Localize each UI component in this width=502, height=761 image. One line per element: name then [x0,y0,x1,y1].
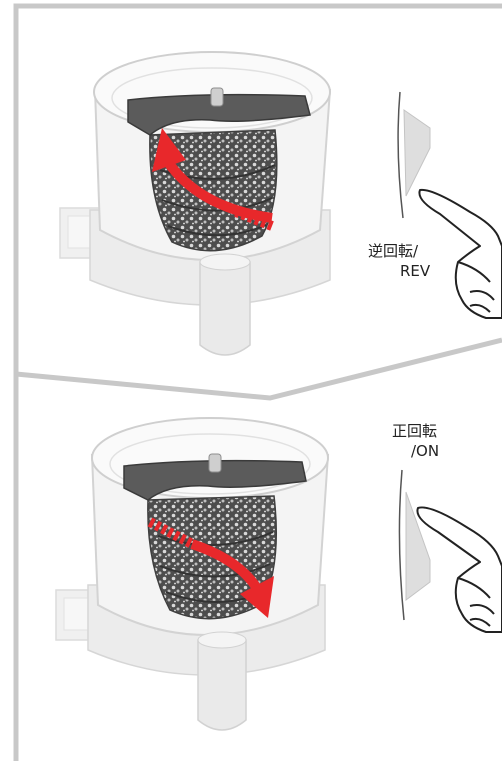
reverse-label-line2: REV [400,262,430,280]
juicer-illustration-reverse [60,52,330,355]
hand-pointing-reverse [419,190,502,318]
juicer-illustration-forward [56,418,328,730]
reverse-label-line1: 逆回転/ [368,242,418,260]
forward-label-line2: /ON [411,442,439,460]
control-knob-forward [399,470,430,620]
forward-label-line1: 正回転 [392,422,437,440]
